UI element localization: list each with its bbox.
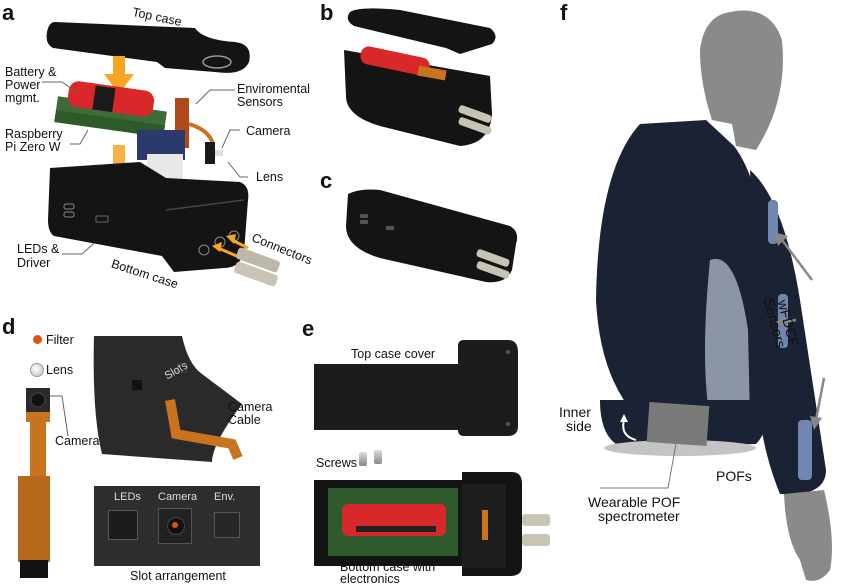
label-top-case-cover: Top case cover: [351, 347, 436, 361]
label-lens: Lens: [256, 170, 284, 184]
label-inner-1: Inner: [559, 404, 591, 420]
panel-letter-d: d: [2, 314, 16, 339]
led-slot: [108, 510, 138, 540]
label-battery-1: Battery &: [5, 65, 57, 79]
leader-camera-d: [50, 395, 69, 437]
label-spectro-2: spectrometer: [598, 508, 680, 524]
bottom-case-image: [48, 162, 249, 272]
label-rpi-2: Pi Zero W: [5, 140, 61, 154]
top-case-cover-photo: [314, 340, 518, 436]
assembled-case-closed-image: [346, 189, 518, 283]
label-env-1: Enviromental: [237, 82, 310, 96]
env-slot: [214, 512, 240, 538]
label-slot-camera: Camera: [158, 491, 198, 503]
label-bottom-2: electronics: [340, 572, 400, 586]
label-camera-cable-2: Cable: [228, 413, 261, 427]
leader-spectrometer: [600, 421, 681, 489]
label-env-2: Sensors: [237, 95, 283, 109]
label-leds-2: Driver: [17, 256, 51, 270]
camera-flex-image: [18, 388, 50, 578]
panel-letter-b: b: [320, 0, 334, 25]
label-pofs: POFs: [716, 468, 752, 484]
assembly-arrow-down-icon: [104, 56, 134, 94]
label-spectro-1: Wearable POF: [588, 494, 681, 510]
inner-side-arrow-icon: [620, 414, 637, 441]
label-bottom-1: Bottom case with: [340, 560, 436, 574]
panel-letter-c: c: [320, 168, 333, 193]
slot-arrangement-photo: LEDs Camera Env.: [94, 486, 260, 566]
label-slot-env: Env.: [214, 491, 236, 503]
label-rpi-1: Raspberry: [5, 127, 63, 141]
label-camera: Camera: [246, 124, 291, 138]
label-slot-leds: LEDs: [114, 491, 141, 503]
mannequin-shirt-photo: [596, 10, 832, 581]
filter-icon: [33, 335, 42, 344]
assembled-case-open-image: [344, 8, 496, 146]
sensor-pointer-arrows-icon: [774, 232, 826, 430]
camera-slot: [158, 508, 192, 544]
label-filter: Filter: [46, 333, 74, 347]
label-camera-d: Camera: [55, 434, 100, 448]
panel-letter-f: f: [560, 0, 568, 25]
panel-letter-e: e: [302, 316, 315, 341]
label-battery-3: mgmt.: [5, 91, 40, 105]
label-lens-d: Lens: [46, 363, 74, 377]
label-inner-2: side: [566, 418, 592, 434]
slots-photo: [93, 336, 243, 462]
label-screws: Screws: [316, 456, 357, 470]
lens-icon: [30, 363, 44, 377]
screw-icon: [359, 452, 367, 466]
label-leds-1: LEDs &: [17, 242, 60, 256]
connectors-image: [234, 247, 280, 287]
battery-pcb-image: [54, 81, 167, 138]
bottom-case-electronics-photo: [314, 472, 550, 576]
label-battery-2: Power: [5, 78, 41, 92]
label-camera-cable-1: Camera: [228, 400, 273, 414]
label-slot-arrangement: Slot arrangement: [130, 569, 226, 583]
top-case-image: [46, 22, 250, 73]
screw-icon: [374, 450, 382, 464]
panel-letter-a: a: [2, 0, 15, 25]
